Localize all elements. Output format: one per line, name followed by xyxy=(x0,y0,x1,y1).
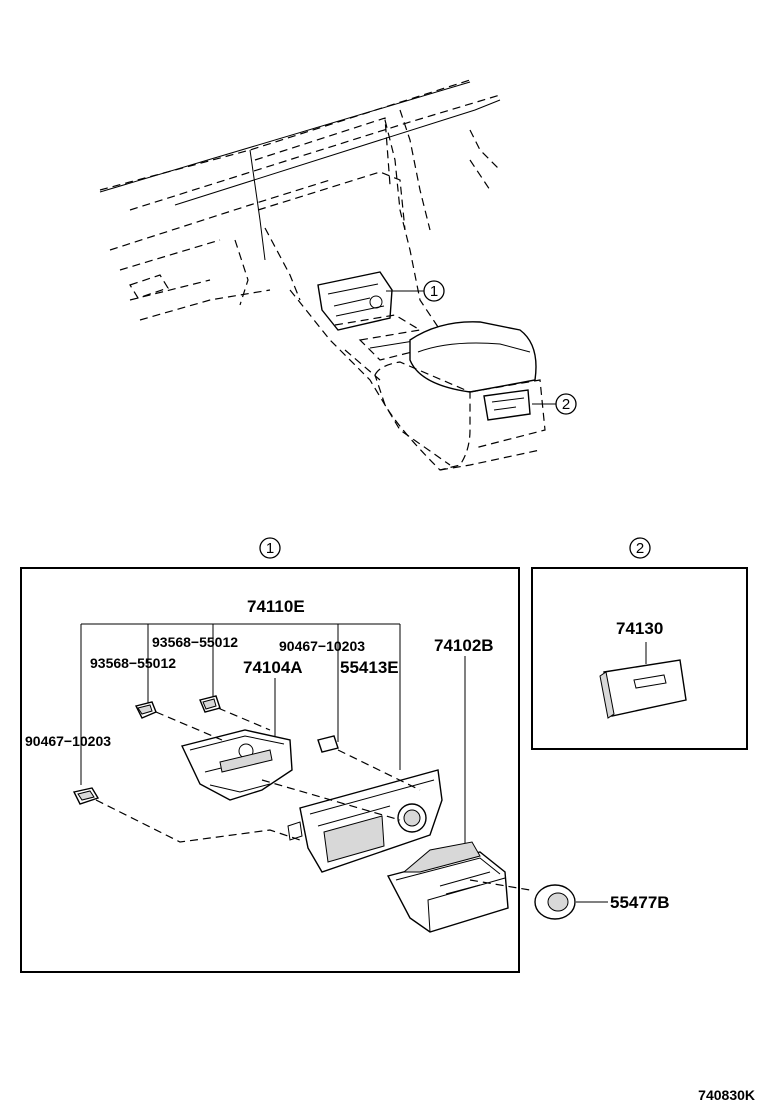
label-55413E: 55413E xyxy=(340,658,399,677)
section-2-number: 2 xyxy=(636,540,644,557)
housing-55413E xyxy=(287,769,443,873)
ashtray-74102B xyxy=(386,841,509,933)
label-90467-10203-left: 90467−10203 xyxy=(25,733,111,749)
label-74102B: 74102B xyxy=(434,636,494,655)
label-55477B: 55477B xyxy=(610,893,670,912)
label-74104A: 74104A xyxy=(243,658,303,677)
clip-90467-right xyxy=(317,735,339,753)
section-1-number: 1 xyxy=(266,540,274,557)
ring-55477B xyxy=(534,884,608,920)
clip-90467-left xyxy=(72,787,100,805)
detail-box-1 xyxy=(20,567,520,973)
callout-2-overview: 2 xyxy=(532,393,577,415)
ashtray-74130 xyxy=(599,659,687,719)
label-93568-55012-lower: 93568−55012 xyxy=(90,655,176,671)
assembly-lines-box1 xyxy=(95,707,531,891)
label-93568-55012-upper: 93568−55012 xyxy=(152,634,238,650)
callout-1-overview: 1 xyxy=(386,280,445,302)
callout-2-number: 2 xyxy=(562,396,570,413)
detail-box-2 xyxy=(531,567,748,750)
figure-code: 740830K xyxy=(698,1087,755,1103)
section-2-marker: 2 xyxy=(629,537,651,559)
label-90467-10203-upper: 90467−10203 xyxy=(279,638,365,654)
screw-93568-right xyxy=(199,695,221,713)
label-74130: 74130 xyxy=(616,619,663,638)
screw-93568-left xyxy=(134,701,157,719)
section-1-marker: 1 xyxy=(259,537,281,559)
callout-1-number: 1 xyxy=(430,283,438,300)
label-74110E: 74110E xyxy=(247,597,305,616)
console-overview-illustration xyxy=(99,79,546,471)
bracket-74104A xyxy=(181,729,293,801)
leader-lines-box1 xyxy=(80,623,466,852)
